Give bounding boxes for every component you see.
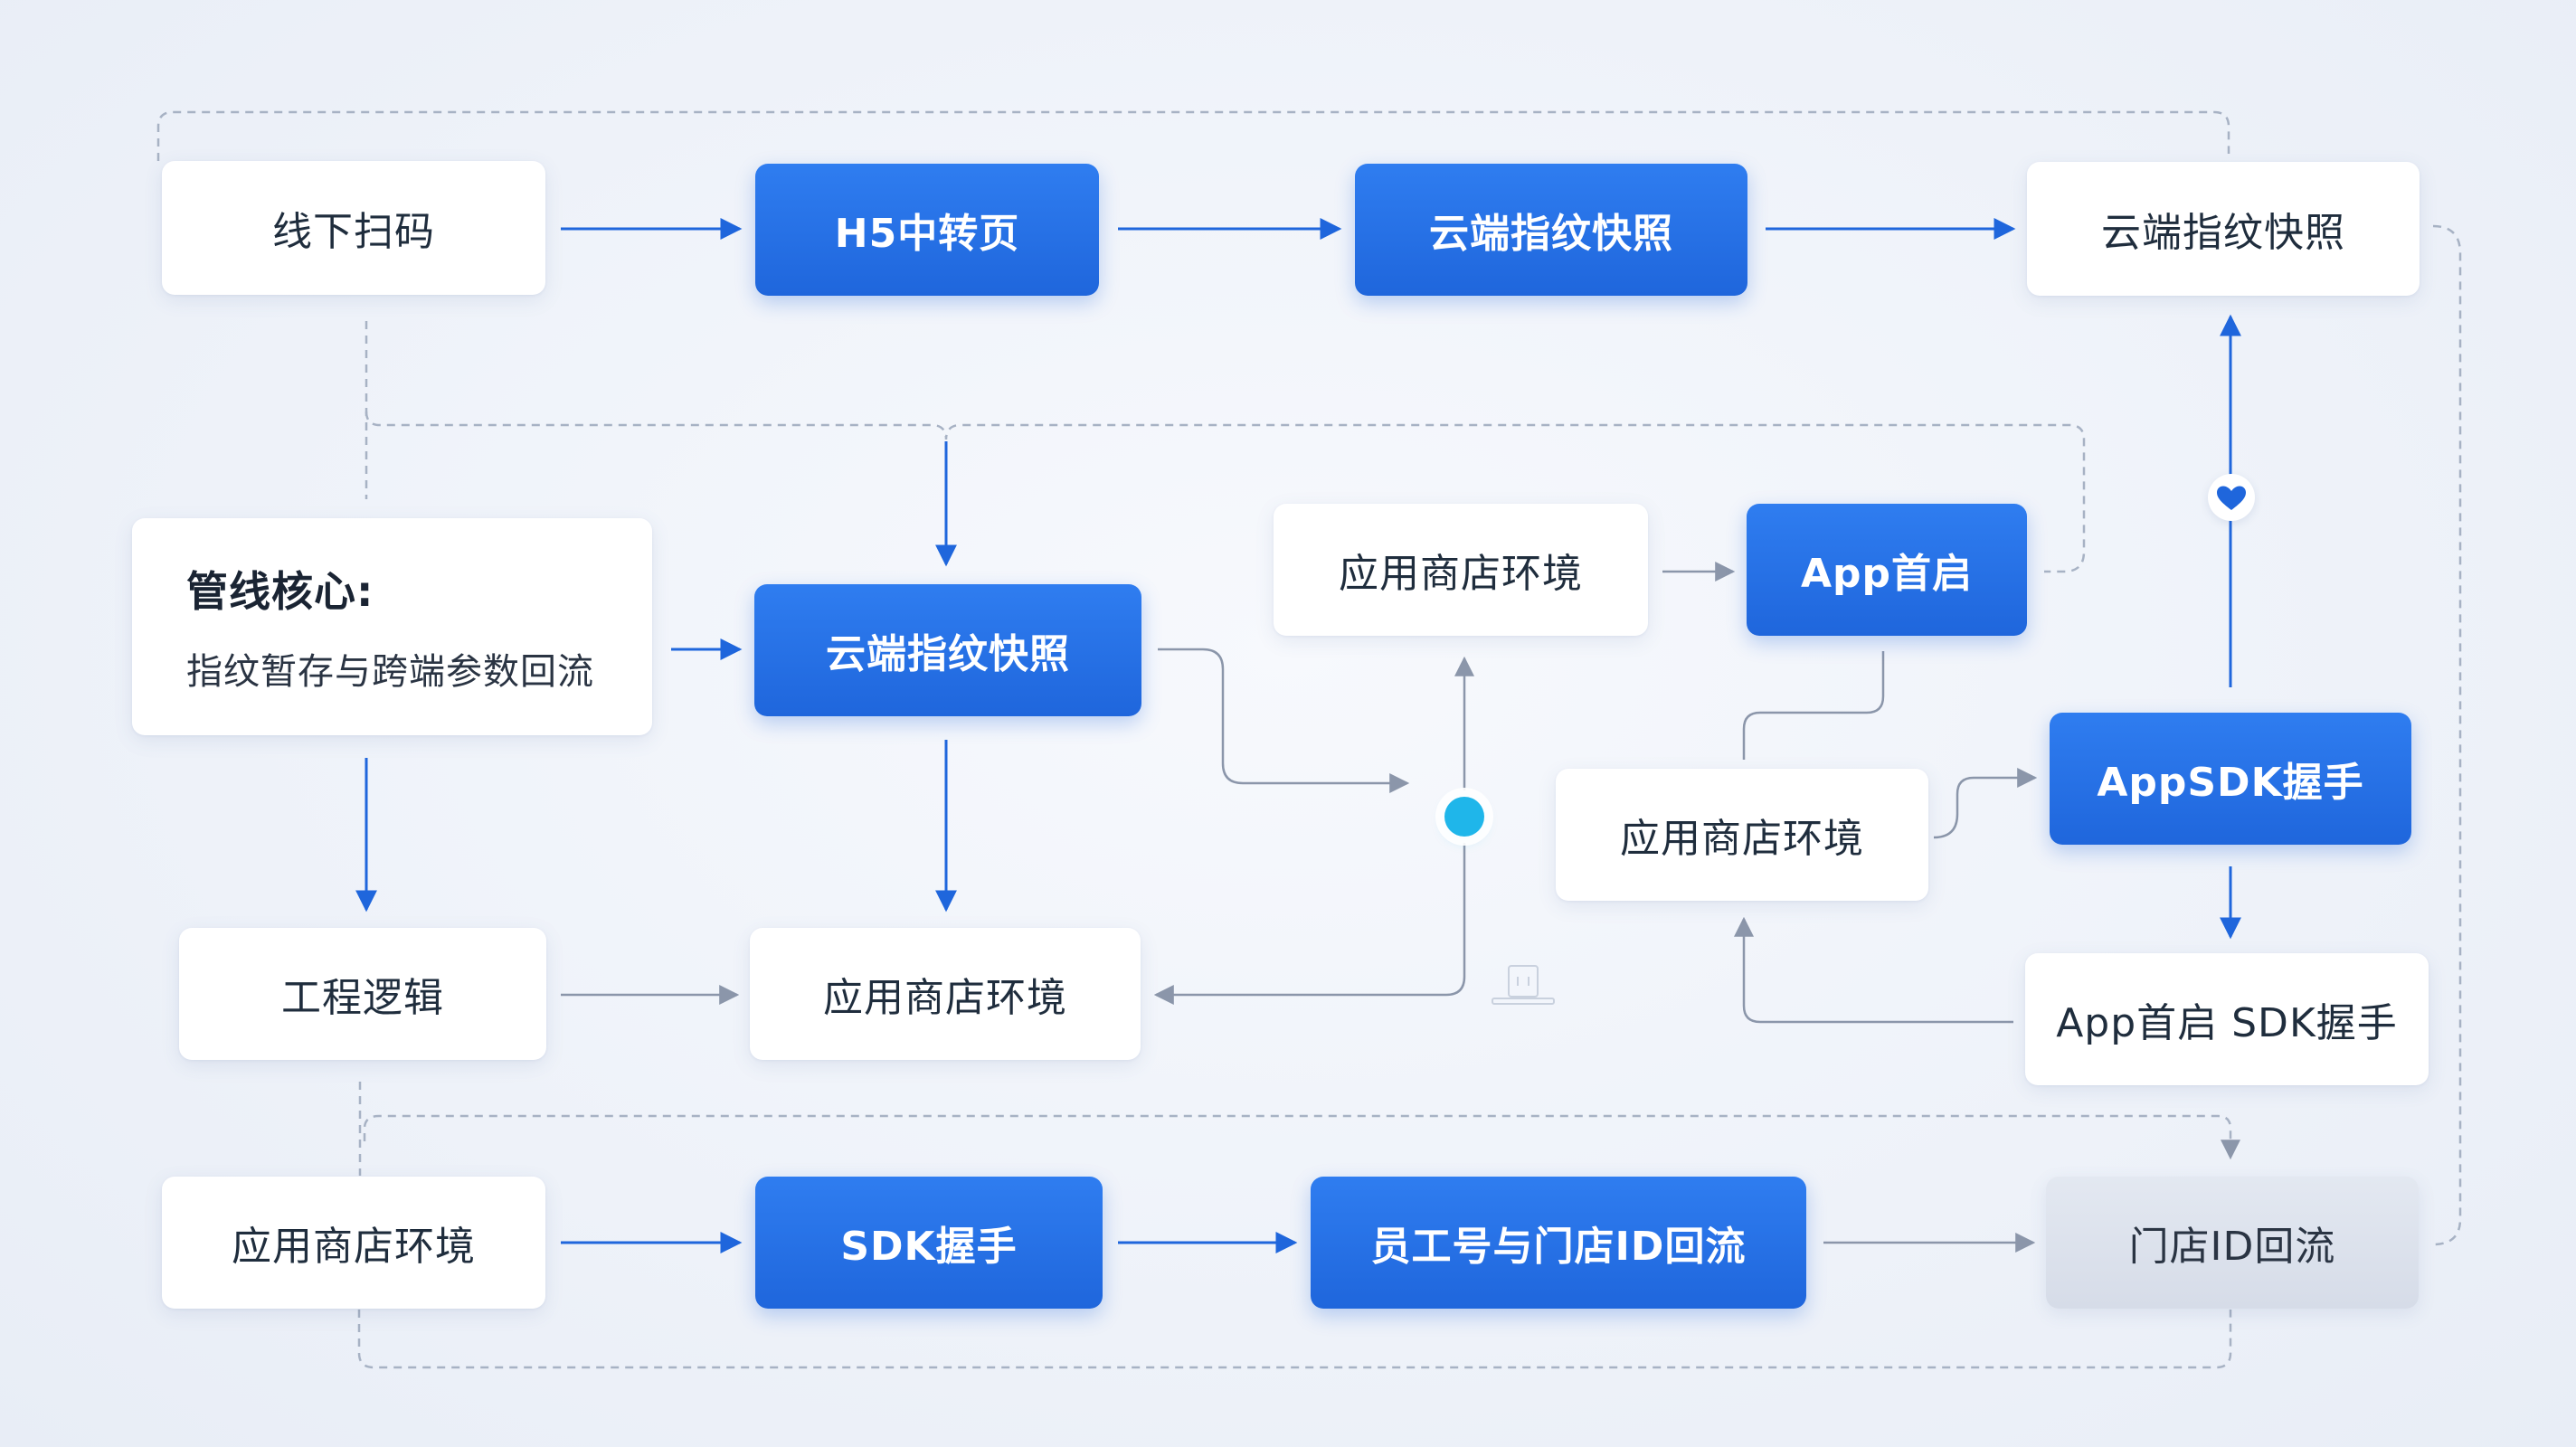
node-cloud-snapshot-top: 云端指纹快照 xyxy=(1355,164,1747,296)
node-cloud-snapshot-right-label: 云端指纹快照 xyxy=(2101,210,2345,256)
node-app-sdk-handshake: AppSDK握手 xyxy=(2050,713,2411,845)
node-store-env-lower: 应用商店环境 xyxy=(750,928,1141,1060)
connector-app-launch-to-store-mid xyxy=(1742,651,1885,760)
node-app-launch: App首启 xyxy=(1747,504,2027,636)
node-h5-transfer-label: H5中转页 xyxy=(834,211,1020,257)
dashed-right-return xyxy=(2432,224,2462,1246)
node-store-env-top: 应用商店环境 xyxy=(1274,504,1648,636)
node-offline-scan: 线下扫码 xyxy=(162,161,545,295)
arrow-junction-to-store-lower xyxy=(1153,843,1466,1005)
core-title: 管线核心: xyxy=(186,567,374,616)
node-cloud-snapshot-mid: 云端指纹快照 xyxy=(754,584,1141,716)
node-staff-store-return: 员工号与门店ID回流 xyxy=(1311,1177,1806,1309)
node-app-launch-sdk: App首启 SDK握手 xyxy=(2025,953,2429,1085)
node-staff-store-return-label: 员工号与门店ID回流 xyxy=(1370,1224,1747,1270)
core-subtitle: 指纹暂存与跨端参数回流 xyxy=(186,651,594,693)
node-store-id-return-label: 门店ID回流 xyxy=(2128,1224,2336,1270)
node-cloud-snapshot-top-label: 云端指纹快照 xyxy=(1429,211,1673,257)
node-app-launch-label: App首启 xyxy=(1800,551,1974,597)
node-store-env-top-label: 应用商店环境 xyxy=(1339,551,1583,597)
heart-icon xyxy=(2217,486,2246,510)
junction-dot xyxy=(1444,797,1484,837)
node-app-sdk-handshake-label: AppSDK握手 xyxy=(2097,760,2364,806)
node-cloud-snapshot-mid-label: 云端指纹快照 xyxy=(826,631,1070,677)
node-store-env-lower-label: 应用商店环境 xyxy=(823,975,1067,1021)
node-store-env-bottom-label: 应用商店环境 xyxy=(232,1224,476,1270)
node-cloud-snapshot-right: 云端指纹快照 xyxy=(2027,162,2420,296)
node-store-env-mid: 应用商店环境 xyxy=(1556,769,1928,901)
doc-icon xyxy=(1492,965,1555,1005)
node-app-launch-sdk-label: App首启 SDK握手 xyxy=(2056,1000,2398,1046)
node-engineering-logic-label: 工程逻辑 xyxy=(281,975,444,1021)
node-store-env-bottom: 应用商店环境 xyxy=(162,1177,545,1309)
node-store-id-return: 门店ID回流 xyxy=(2046,1177,2419,1309)
node-offline-scan-label: 线下扫码 xyxy=(272,209,435,255)
arrow-cloud-mid-to-junction xyxy=(1158,648,1410,793)
dashed-outer-top-loop xyxy=(156,110,2230,161)
arrow-store-mid-to-app-sdk xyxy=(1933,768,2038,839)
heart-badge xyxy=(2208,474,2255,521)
node-engineering-logic: 工程逻辑 xyxy=(179,928,546,1060)
dashed-bottom-loop xyxy=(357,1310,2232,1369)
dashed-lower-loop xyxy=(363,1114,2240,1160)
node-sdk-handshake-label: SDK握手 xyxy=(840,1224,1018,1270)
arrow-return-to-store-mid xyxy=(1734,916,2013,1024)
node-sdk-handshake: SDK握手 xyxy=(755,1177,1103,1309)
node-store-env-mid-label: 应用商店环境 xyxy=(1620,816,1864,862)
node-h5-transfer: H5中转页 xyxy=(755,164,1099,296)
node-pipeline-core: 管线核心: 指纹暂存与跨端参数回流 xyxy=(132,518,652,735)
